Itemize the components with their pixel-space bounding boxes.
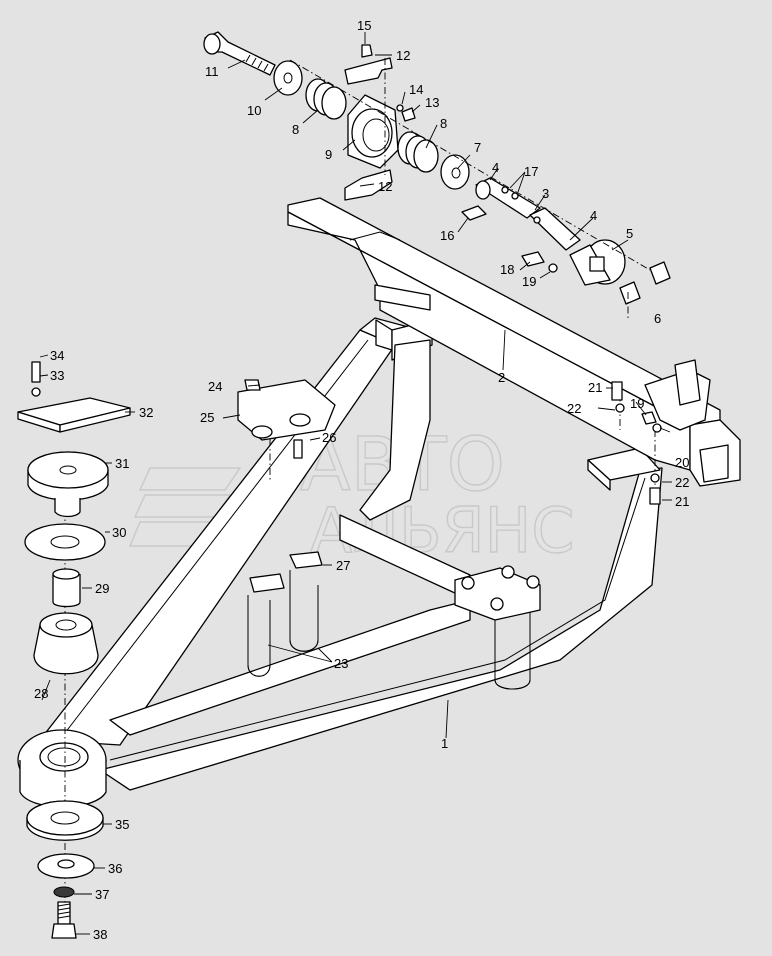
callout-30: 30 (112, 525, 126, 540)
u-bolts-part-23 (247, 570, 319, 677)
washer-part-22-lower (650, 473, 660, 483)
callout-29: 29 (95, 581, 109, 596)
callout-34: 34 (50, 348, 64, 363)
callout-7: 7 (474, 140, 481, 155)
clip-part-27b (249, 573, 285, 593)
callout-8a: 8 (292, 122, 299, 137)
callout-28: 28 (34, 686, 48, 701)
callout-1: 1 (441, 736, 448, 751)
callout-5: 5 (626, 226, 633, 241)
bolt-part-13 (401, 107, 416, 122)
a-frame-part-1 (17, 317, 663, 808)
callout-19b: 19 (630, 396, 644, 411)
callout-2: 2 (498, 370, 505, 385)
sleeve-part-29 (52, 568, 81, 608)
washer-part-35 (26, 800, 104, 841)
callout-35: 35 (115, 817, 129, 832)
callout-12b: 12 (378, 179, 392, 194)
callout-15: 15 (357, 18, 371, 33)
washer-part-19-upper (548, 263, 558, 273)
callout-6: 6 (654, 311, 661, 326)
nut-part-15 (361, 44, 373, 58)
leader-lines (39, 32, 672, 935)
callout-4b: 4 (590, 208, 597, 223)
washer-part-17b (511, 192, 519, 200)
callout-27: 27 (336, 558, 350, 573)
bolt-part-21-lower (649, 487, 661, 505)
block-part-6b (619, 281, 641, 305)
callout-4a: 4 (492, 160, 499, 175)
callout-25: 25 (200, 410, 214, 425)
bolt-part-34 (31, 361, 41, 383)
callout-22b: 22 (675, 475, 689, 490)
washer-part-14 (396, 104, 404, 112)
callout-32: 32 (139, 405, 153, 420)
callout-12a: 12 (396, 48, 410, 63)
callout-37: 37 (95, 887, 109, 902)
callout-38: 38 (93, 927, 107, 942)
plate-part-12-upper (344, 57, 393, 85)
callout-9: 9 (325, 147, 332, 162)
callout-18: 18 (500, 262, 514, 277)
callout-8b: 8 (440, 116, 447, 131)
callout-14: 14 (409, 82, 423, 97)
block-part-6a (649, 261, 671, 285)
washer-part-30 (24, 523, 106, 561)
callout-3: 3 (542, 186, 549, 201)
washer-part-33 (31, 387, 41, 397)
bolt-part-11 (203, 31, 276, 76)
callout-31: 31 (115, 456, 129, 471)
callout-26: 26 (322, 430, 336, 445)
callout-16: 16 (440, 228, 454, 243)
u-bolts-right (454, 565, 541, 690)
bolt-part-16 (461, 205, 487, 221)
bushing-part-8-upper (305, 78, 347, 120)
shaft-part-4 (475, 177, 581, 251)
callout-17: 17 (524, 164, 538, 179)
washer-part-3 (533, 216, 541, 224)
nut-part-24 (244, 379, 261, 391)
callout-20: 20 (675, 455, 689, 470)
roller-part-5 (569, 239, 626, 286)
bolt-part-38 (51, 901, 77, 939)
washer-part-20 (652, 423, 662, 433)
flange-part-31 (27, 451, 109, 518)
callout-22a: 22 (567, 401, 581, 416)
callout-23: 23 (334, 656, 348, 671)
callout-21a: 21 (588, 380, 602, 395)
clip-part-27a (289, 551, 323, 569)
callout-13: 13 (425, 95, 439, 110)
cross-beam-part-2 (287, 197, 741, 487)
callout-11: 11 (205, 64, 219, 79)
washer-part-10 (273, 60, 303, 96)
callout-19a: 19 (522, 274, 536, 289)
mount-bracket-part-25 (237, 379, 336, 441)
callout-labels: 1 2 3 4 4 5 6 7 8 8 9 10 11 12 12 13 14 … (34, 18, 689, 942)
housing-part-9 (347, 94, 399, 169)
bushing-part-8-lower (397, 131, 439, 173)
washer-part-22-upper (615, 403, 625, 413)
washer-part-36 (37, 853, 95, 879)
callout-21b: 21 (675, 494, 689, 509)
callout-36: 36 (108, 861, 122, 876)
bolt-part-21-upper (611, 381, 623, 401)
bolt-part-18 (521, 251, 545, 267)
washer-part-17a (501, 186, 509, 194)
cushion-part-28 (33, 612, 99, 675)
pin-part-26 (293, 439, 303, 459)
callout-33: 33 (50, 368, 64, 383)
callout-10: 10 (247, 103, 261, 118)
callout-24: 24 (208, 379, 222, 394)
plate-part-32 (17, 397, 131, 433)
lock-washer-part-37 (53, 886, 75, 898)
